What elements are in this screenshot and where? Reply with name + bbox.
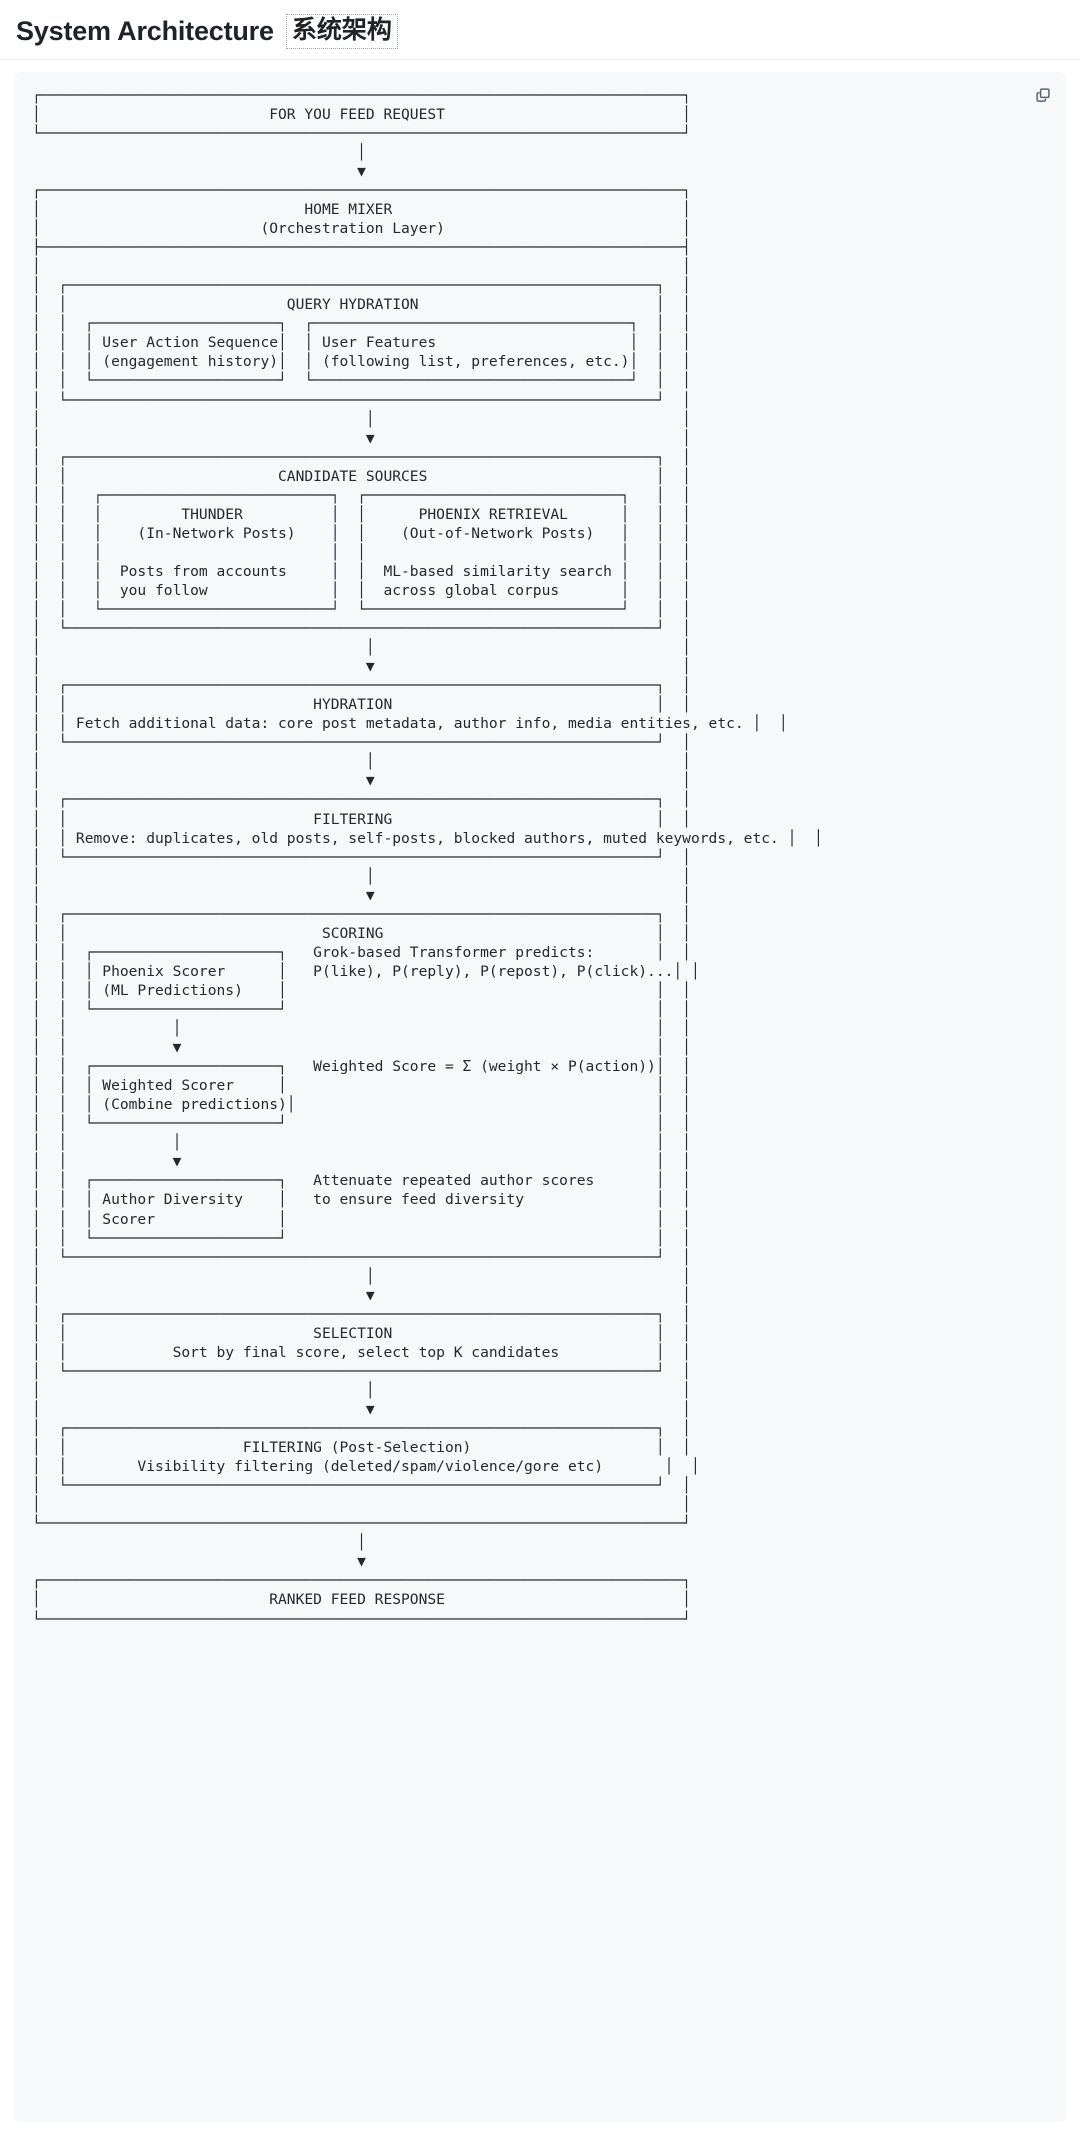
page-title-translation: 系统架构 (285, 14, 398, 49)
diagram-code-block: ┌───────────────────────────────────────… (14, 71, 1066, 2122)
document-header: System Architecture 系统架构 (0, 0, 1080, 60)
ascii-architecture-diagram: ┌───────────────────────────────────────… (32, 86, 823, 1628)
copy-icon (1035, 87, 1051, 103)
copy-button[interactable] (1030, 82, 1056, 108)
page-title: System Architecture (16, 15, 274, 46)
